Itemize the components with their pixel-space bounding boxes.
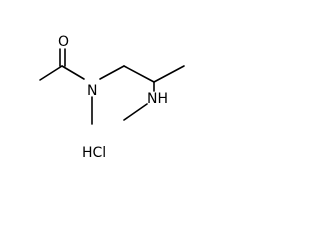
salt-label: HCl bbox=[82, 145, 106, 161]
bond-amine-methyl bbox=[123, 103, 148, 121]
atom-oxygen: O bbox=[58, 34, 69, 50]
chemical-structure-diagram: O N NH HCl bbox=[39, 34, 185, 161]
bond-methylene-methine bbox=[123, 65, 155, 83]
bond-carbonyl-nitrogen bbox=[61, 65, 85, 80]
atom-amide-nitrogen: N bbox=[87, 83, 97, 99]
bond-methine-methyl bbox=[153, 65, 185, 83]
bond-nitrogen-methylene bbox=[99, 65, 125, 80]
bond-methyl-carbonyl bbox=[39, 65, 63, 81]
structure-canvas: O N NH HCl bbox=[39, 34, 185, 161]
atom-amine-nh: NH bbox=[147, 91, 168, 107]
